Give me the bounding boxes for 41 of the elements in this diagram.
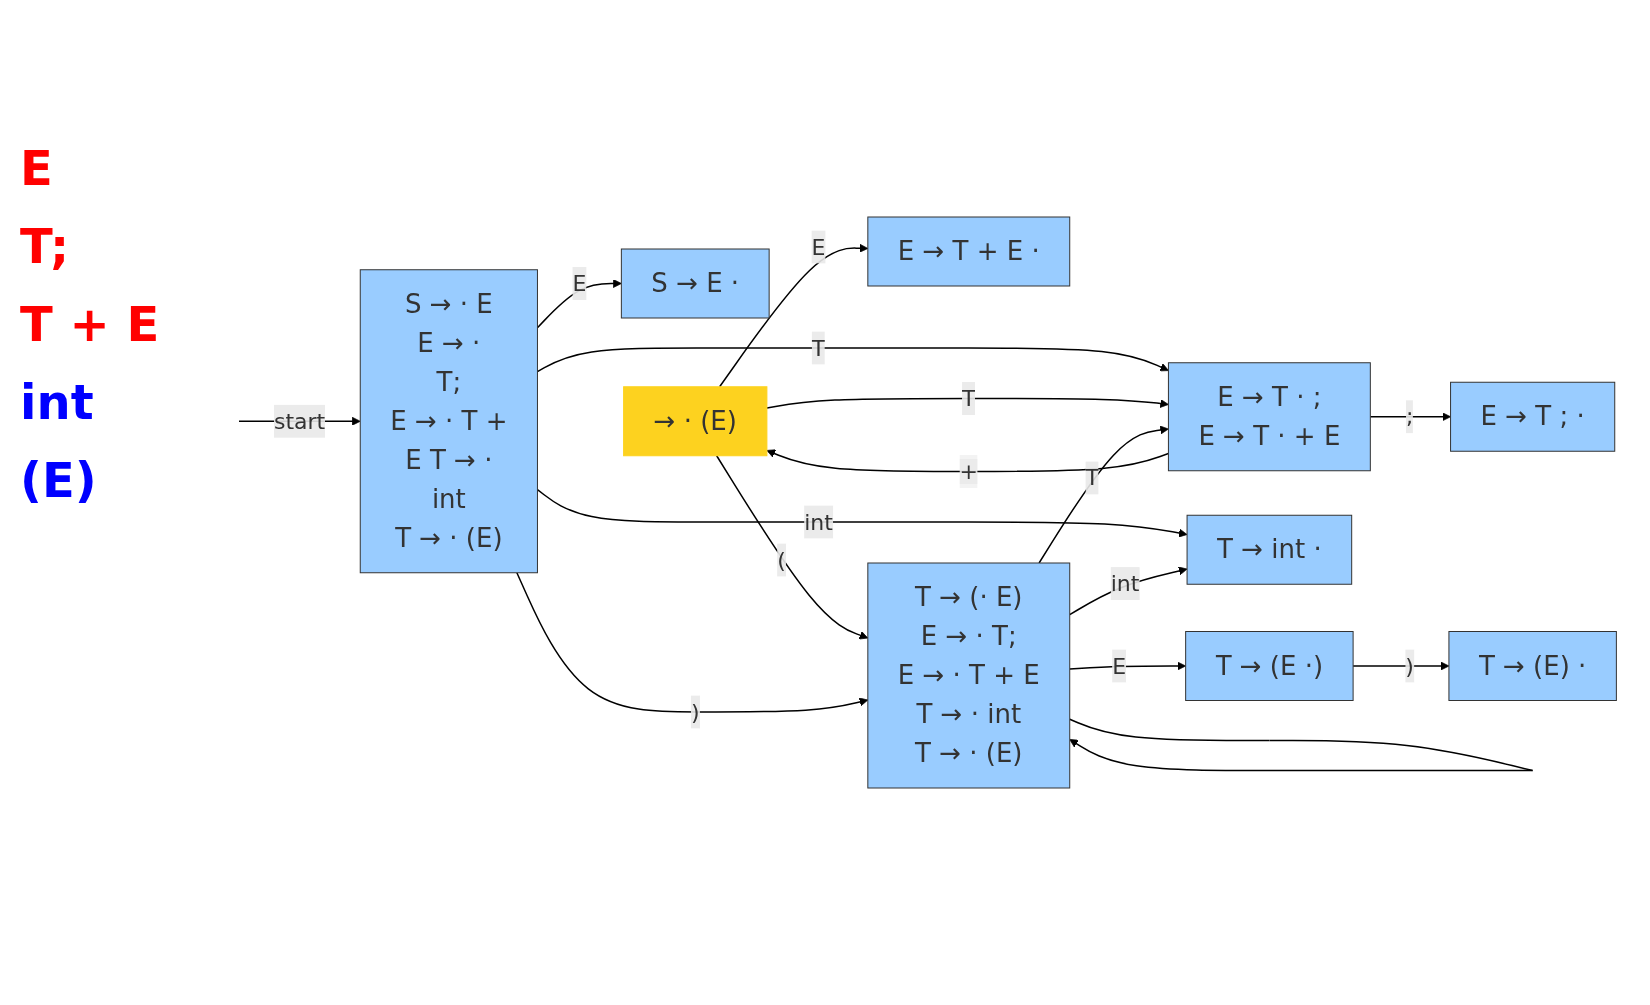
arrow — [1038, 425, 1169, 564]
grammar-rule-fragment: (E) — [20, 452, 98, 508]
arrow — [515, 572, 869, 713]
node-box: T → int · — [1186, 514, 1352, 585]
grammar-rule-fragment: T + E — [20, 296, 161, 352]
edge-label: + — [959, 459, 978, 484]
arrow — [1068, 661, 1186, 671]
edge-label: E — [572, 271, 587, 296]
edge-label: T — [1085, 465, 1099, 491]
edge-label: ) — [1405, 653, 1414, 679]
grammar-rule-fragment: int — [20, 374, 95, 430]
node-box: S → E · — [620, 248, 770, 319]
arrow — [536, 347, 1169, 373]
arrow — [1352, 661, 1450, 671]
arrow — [766, 449, 1169, 473]
edge-label: E — [1111, 653, 1126, 679]
node-box: → · (E) — [622, 386, 768, 457]
node-box: E → T · ; E → T · + E — [1167, 362, 1371, 472]
edge-label: int — [803, 509, 833, 535]
node-box: E → T ; · — [1449, 381, 1616, 452]
edge-label: int — [1110, 571, 1140, 597]
grammar-rule-fragment: E — [20, 140, 54, 196]
node-box: T → (· E) E → · T; E → · T + E T → · int T → · (E) — [867, 562, 1071, 789]
arrow — [1369, 412, 1451, 422]
edge-label: ( — [776, 547, 786, 573]
edge-label: ; — [1405, 404, 1414, 430]
node-box: E → T + E · — [867, 216, 1071, 287]
node-box: S → · E E → · T; E → · T + E T → · int T → · (E) — [359, 269, 538, 574]
edge-label: ) — [690, 699, 700, 725]
edge-label: start — [273, 408, 326, 434]
node-box: T → (E ·) — [1184, 631, 1354, 701]
arrow — [715, 455, 869, 640]
arrow — [765, 397, 1169, 409]
arrow — [1068, 566, 1188, 616]
arrow — [1068, 718, 1534, 772]
arrow — [718, 243, 869, 388]
edge-label: T — [811, 335, 826, 361]
node-box: T → (E) · — [1448, 631, 1617, 701]
edge-label: T — [961, 386, 976, 411]
grammar-rule-fragment: T; — [20, 218, 71, 274]
edge-label: E — [811, 234, 826, 260]
